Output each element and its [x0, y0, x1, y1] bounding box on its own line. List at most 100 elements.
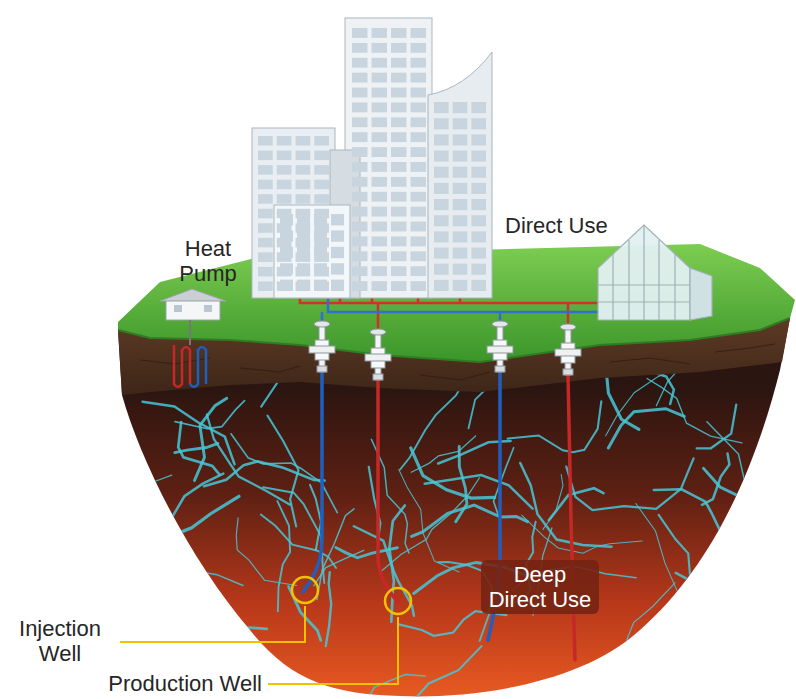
- fracture: [143, 402, 235, 465]
- fracture: [411, 448, 495, 498]
- window: [258, 223, 273, 233]
- fracture: [145, 570, 243, 589]
- wellhead: [555, 324, 581, 375]
- window: [352, 73, 368, 83]
- buildings: [252, 18, 492, 298]
- window: [314, 194, 329, 204]
- window: [453, 118, 468, 129]
- fracture: [704, 468, 796, 523]
- fracture: [389, 505, 404, 621]
- window: [391, 207, 407, 217]
- well-label: Production Well: [108, 671, 262, 696]
- window: [434, 248, 449, 259]
- window: [352, 43, 368, 53]
- window: [434, 199, 449, 210]
- window: [352, 28, 368, 38]
- window: [314, 165, 329, 175]
- window: [453, 183, 468, 194]
- fracture: [154, 496, 239, 550]
- window: [391, 102, 407, 112]
- window: [453, 215, 468, 226]
- window: [331, 230, 344, 241]
- window: [434, 264, 449, 275]
- fracture: [653, 654, 705, 699]
- fracture: [543, 475, 563, 530]
- window: [258, 252, 273, 262]
- illustration-part: [240, 366, 300, 372]
- use-label: Deep Direct Use: [481, 560, 599, 614]
- window: [372, 266, 388, 276]
- window: [434, 134, 449, 145]
- fracture: [622, 583, 675, 699]
- production-well: [378, 380, 398, 602]
- window: [391, 43, 407, 53]
- window: [453, 134, 468, 145]
- window: [411, 58, 427, 68]
- window: [258, 209, 273, 219]
- window: [297, 230, 310, 241]
- window: [352, 236, 368, 246]
- window: [391, 281, 407, 291]
- window: [277, 136, 292, 146]
- window: [314, 263, 327, 274]
- window: [411, 102, 427, 112]
- window: [280, 230, 293, 241]
- fracture-network: [98, 302, 796, 699]
- fracture: [175, 443, 218, 452]
- window: [352, 207, 368, 217]
- window: [280, 263, 293, 274]
- fracture: [601, 639, 705, 673]
- window: [277, 180, 292, 190]
- window: [411, 43, 427, 53]
- window: [471, 102, 486, 113]
- window: [352, 281, 368, 291]
- illustration-part: [370, 329, 386, 335]
- window: [372, 281, 388, 291]
- window: [391, 88, 407, 98]
- fracture: [342, 646, 481, 699]
- house-pipe: [189, 320, 191, 345]
- window: [372, 28, 388, 38]
- callout-circles: [292, 577, 411, 614]
- window: [434, 102, 449, 113]
- window: [372, 102, 388, 112]
- illustration-part: [563, 369, 573, 375]
- window: [372, 43, 388, 53]
- window: [352, 266, 368, 276]
- illustration-part: [365, 354, 391, 361]
- window: [372, 192, 388, 202]
- fracture: [236, 518, 296, 586]
- window: [434, 280, 449, 291]
- window: [471, 134, 486, 145]
- window: [314, 280, 327, 291]
- window: [372, 147, 388, 157]
- window: [280, 247, 293, 258]
- fracture: [566, 458, 693, 510]
- fracture: [522, 515, 642, 553]
- fracture: [261, 515, 336, 569]
- window: [296, 194, 311, 204]
- grass-edge: [118, 318, 790, 362]
- window: [331, 214, 344, 225]
- illustration-part: [373, 374, 383, 380]
- fracture: [705, 532, 746, 605]
- callout-circle: [292, 577, 318, 603]
- window: [391, 28, 407, 38]
- fracture: [207, 415, 290, 505]
- window: [314, 151, 329, 161]
- illustration-part: [322, 312, 500, 322]
- window: [411, 281, 427, 291]
- deep-earth: [118, 318, 790, 696]
- window: [258, 281, 273, 291]
- window: [352, 58, 368, 68]
- window: [471, 118, 486, 129]
- greenhouse-side: [690, 268, 712, 320]
- window: [258, 151, 273, 161]
- window: [453, 248, 468, 259]
- window: [372, 177, 388, 187]
- window: [471, 215, 486, 226]
- fracture: [707, 422, 756, 519]
- house: [160, 289, 226, 345]
- callout-circle: [385, 588, 411, 614]
- illustration-part: [190, 347, 206, 387]
